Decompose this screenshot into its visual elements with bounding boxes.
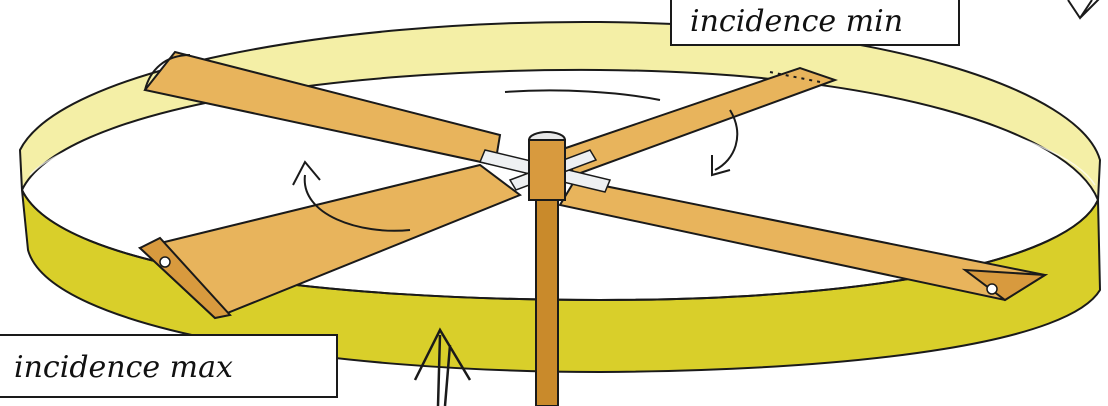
rotation-arrow-left-head [293,162,320,185]
label-incidence-max: incidence max [0,334,338,398]
blade-lower-right-pivot [987,284,997,294]
blade-lower-left-pivot [160,257,170,267]
hub-body [529,140,565,200]
label-incidence-min: incidence min [670,0,960,46]
blade-upper-right [560,68,835,175]
rotation-arc-top [505,90,660,100]
blade-lower-right [560,180,1045,300]
corner-arrow [1068,0,1108,18]
rotation-arrow-right-head [712,155,730,175]
